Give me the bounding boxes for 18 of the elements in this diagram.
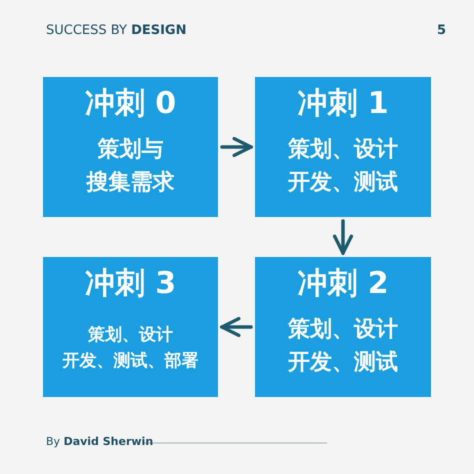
page-number: 5	[436, 23, 446, 38]
sprint-title: 冲刺 2	[297, 269, 389, 299]
sprint-box	[255, 257, 431, 397]
sprint-tasks: 策划、设计开发、测试	[288, 136, 398, 197]
arrow	[220, 316, 253, 338]
sprint-box	[43, 77, 218, 217]
arrow	[332, 219, 354, 255]
sprint-tasks: 策划、设计开发、测试	[288, 316, 398, 377]
sprint-title: 冲刺 1	[297, 89, 389, 119]
sprint-title: 冲刺 3	[84, 269, 176, 299]
sprint-box	[43, 257, 218, 397]
author-credit: By David Sherwin	[46, 435, 154, 448]
header-title: SUCCESS BY DESIGN	[46, 23, 186, 38]
sprint-tasks: 策划与搜集需求	[86, 136, 174, 197]
sprint-tasks: 策划、设计开发、测试、部署	[62, 324, 198, 372]
sprint-title: 冲刺 0	[84, 89, 176, 119]
arrow	[220, 136, 253, 158]
sprint-box	[255, 77, 431, 217]
